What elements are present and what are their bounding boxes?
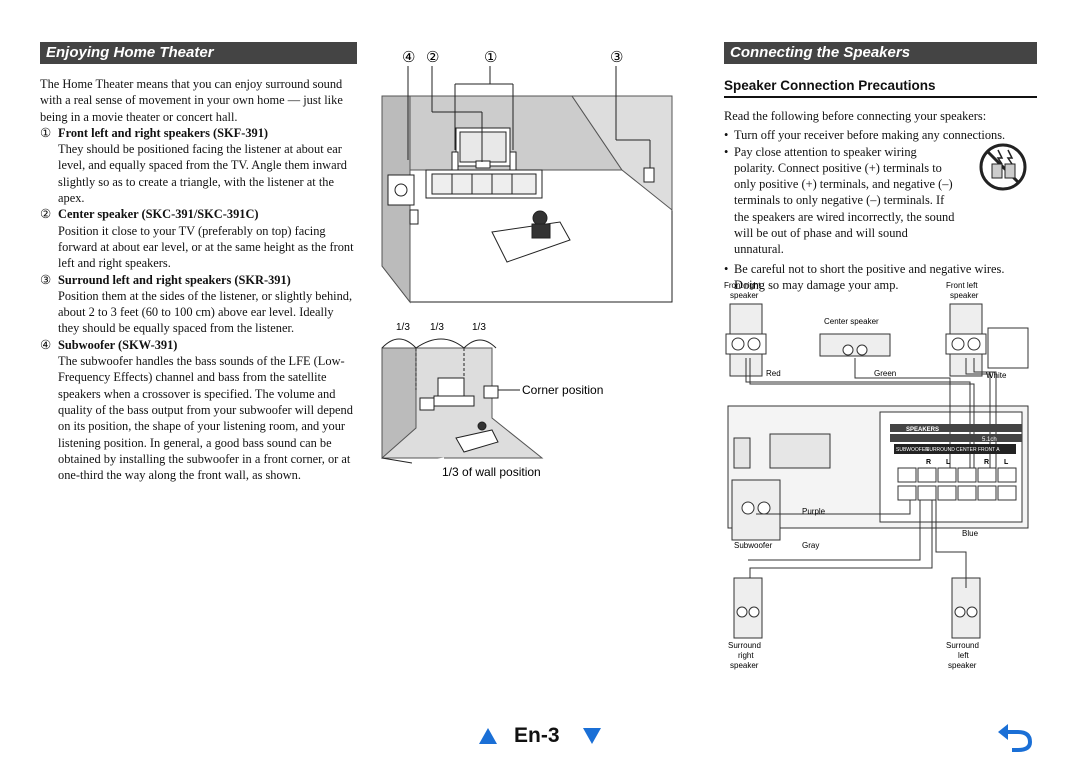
surround-left-label-3: speaker: [948, 661, 977, 670]
panel-col-fronta: FRONT A: [978, 447, 1000, 453]
panel-l-1: L: [946, 459, 951, 466]
section-title-connecting: Connecting the Speakers: [724, 42, 1037, 64]
panel-l-2: L: [1004, 459, 1009, 466]
panel-r-2: R: [984, 459, 989, 466]
previous-page-icon[interactable]: [478, 726, 498, 746]
fraction-1: 1/3: [396, 322, 410, 333]
return-icon[interactable]: [996, 718, 1036, 752]
subwoofer-label: Subwoofer: [734, 541, 773, 550]
item-1-body: They should be positioned facing the lis…: [58, 142, 347, 206]
item-3-body: Position them at the sides of the listen…: [58, 288, 353, 336]
wire-green-label: Green: [874, 369, 896, 378]
bullet-2: Pay close attention to speaker wiring po…: [724, 144, 1030, 258]
callout-3: ③: [610, 49, 623, 66]
wire-blue-label: Blue: [962, 529, 979, 538]
center-speaker-label: Center speaker: [824, 317, 879, 326]
surround-left-label-1: Surround: [946, 641, 979, 650]
wall-position-label: 1/3 of wall position: [442, 465, 541, 479]
precautions-rule: [724, 96, 1037, 98]
fraction-3: 1/3: [472, 322, 486, 333]
item-4-body: The subwoofer handles the bass sounds of…: [58, 354, 353, 483]
surround-right-label-2: right: [738, 651, 754, 660]
surround-right-label-3: speaker: [730, 661, 759, 670]
front-left-label-1: Front left: [946, 281, 978, 290]
wire-white-label: White: [986, 371, 1007, 380]
callout-4: ④: [402, 49, 415, 66]
callout-2: ②: [426, 49, 439, 66]
front-left-label-2: speaker: [950, 291, 979, 300]
bullet-3: Be careful not to short the positive and…: [724, 261, 1030, 294]
bullet-1: Turn off your receiver before making any…: [724, 127, 1030, 144]
surround-left-label-2: left: [958, 651, 969, 660]
panel-channel: 5.1ch: [982, 437, 997, 443]
page-number: En-3: [514, 724, 560, 747]
polarity-warning-icon: [979, 143, 1027, 191]
fraction-2: 1/3: [430, 322, 444, 333]
next-page-icon[interactable]: [582, 726, 602, 746]
wire-red-label: Red: [766, 369, 781, 378]
front-right-label-2: speaker: [730, 291, 759, 300]
panel-col-subwoofer: SUBWOOFER: [896, 447, 929, 453]
front-right-label-1: Front right: [724, 281, 761, 290]
wire-gray-label: Gray: [802, 541, 819, 550]
corner-position-label: Corner position: [522, 383, 603, 397]
left-column-text: The Home Theater means that you can enjo…: [40, 76, 358, 483]
precautions-lead: Read the following before connecting you…: [724, 109, 987, 123]
wire-purple-label: Purple: [802, 507, 826, 516]
room-layout-illustration: ④ ② ① ③: [381, 49, 673, 304]
panel-col-surround: SURROUND: [926, 447, 955, 453]
item-2-body: Position it close to your TV (preferably…: [58, 223, 354, 271]
section-title-enjoying: Enjoying Home Theater: [40, 42, 357, 64]
subwoofer-position-illustration: 1/3 1/3 1/3 Corner position 1/3 of wall …: [381, 322, 603, 479]
panel-col-center: CENTER: [956, 447, 977, 453]
callout-1: ①: [484, 49, 497, 66]
intro-paragraph: The Home Theater means that you can enjo…: [40, 77, 343, 124]
panel-title: SPEAKERS: [906, 427, 939, 433]
panel-r-1: R: [926, 459, 931, 466]
precautions-heading: Speaker Connection Precautions: [724, 78, 936, 93]
surround-right-label-1: Surround: [728, 641, 761, 650]
speaker-wiring-diagram: SPEAKERS 5.1ch SUBWOOFER SURROUND CENTER…: [724, 281, 1029, 670]
precautions-text: Read the following before connecting you…: [724, 108, 1030, 293]
